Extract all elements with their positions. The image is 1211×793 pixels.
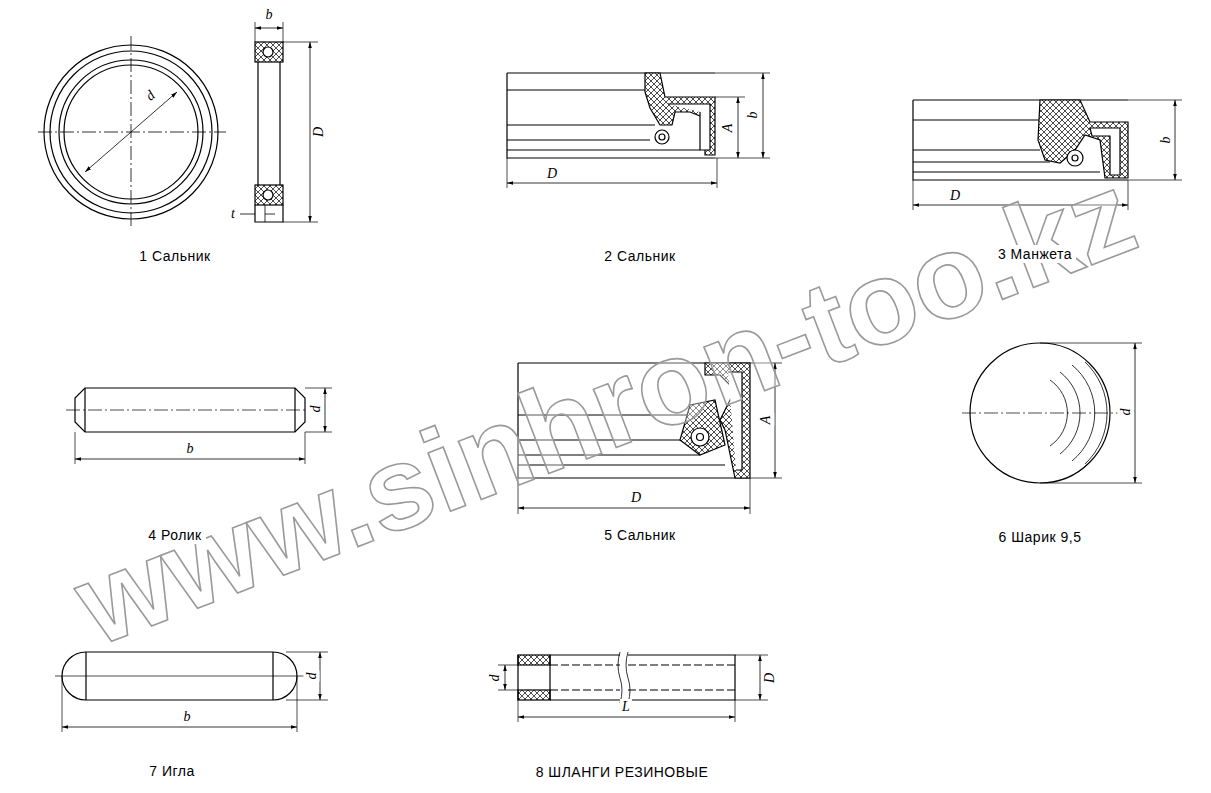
cuff-section <box>1175 100 1176 180</box>
rubber-hose <box>550 665 735 690</box>
watermark: www.sinhron-too.kz <box>61 152 1149 664</box>
seal-2-section <box>763 73 764 158</box>
seal-2-section <box>507 73 770 188</box>
rubber-hose <box>518 655 550 665</box>
ball <box>1135 343 1136 483</box>
seal-2-section <box>645 73 715 155</box>
part-caption: 2 Сальник <box>600 247 679 265</box>
seal-side-view <box>255 185 283 205</box>
seal-side-view <box>263 47 273 57</box>
dimension-letter: d <box>486 673 502 684</box>
rubber-hose <box>518 717 735 718</box>
dimension-letter: d <box>307 404 323 415</box>
dimension-letter: t <box>229 206 237 222</box>
seal-2-section <box>507 183 717 184</box>
part-caption: 3 Манжета <box>994 245 1076 263</box>
seal-5-section <box>518 508 750 509</box>
dimension-letter: D <box>948 188 962 204</box>
seal-side-view <box>263 190 273 200</box>
rubber-hose <box>618 652 630 703</box>
seal-side-view <box>255 42 283 62</box>
dimension-letter: D <box>762 671 778 685</box>
roller <box>75 459 305 460</box>
part-caption: 6 Шарик 9,5 <box>995 528 1086 546</box>
seal-2-section <box>659 134 665 140</box>
seal-side-view <box>240 205 275 222</box>
ball <box>1040 343 1142 483</box>
part-caption: 4 Ролик <box>144 526 206 544</box>
dimension-letter: d <box>303 671 319 682</box>
seal-2-section <box>655 130 669 144</box>
needle <box>62 727 297 728</box>
dimension-letter: b <box>264 7 275 23</box>
dimension-letter: A <box>758 414 774 427</box>
dimension-letter: d <box>141 86 160 105</box>
roller <box>66 410 314 411</box>
seal-side-view <box>255 62 283 222</box>
dimension-letter: A <box>720 122 736 135</box>
roller <box>75 388 332 464</box>
rubber-hose <box>498 652 768 722</box>
seal-2-section <box>507 73 715 158</box>
rubber-hose <box>518 690 550 700</box>
rubber-hose <box>760 655 761 700</box>
part-caption: 7 Игла <box>145 762 199 780</box>
dimension-letter: b <box>182 709 193 725</box>
dimension-letter: b <box>1157 135 1173 146</box>
dimension-letter: D <box>311 125 327 139</box>
needle <box>55 652 328 732</box>
seal-front-view <box>85 92 177 172</box>
ball <box>1050 362 1107 464</box>
rubber-hose <box>498 655 768 722</box>
seal-2-section <box>738 97 739 158</box>
seal-2-section <box>668 104 710 150</box>
needle <box>55 676 304 677</box>
seal-side-view <box>255 28 283 29</box>
cuff-section <box>1072 155 1078 161</box>
part-caption: 5 Сальник <box>600 526 679 544</box>
dimension-letter: D <box>629 490 643 506</box>
seal-side-view <box>255 22 318 222</box>
dimension-letter: b <box>744 110 760 121</box>
roller <box>66 388 332 464</box>
seal-2-section <box>507 73 770 188</box>
roller <box>325 388 326 432</box>
dimension-letter: D <box>545 166 559 182</box>
dimension-letter: L <box>620 699 632 715</box>
dimension-letter: d <box>1117 407 1133 418</box>
part-caption: 1 Сальник <box>135 247 214 265</box>
seal-front-view <box>38 36 226 228</box>
needle <box>320 652 321 700</box>
ball <box>962 343 1142 483</box>
seal-side-view <box>240 22 318 222</box>
seal-front-view <box>38 36 226 228</box>
part-caption: 8 ШЛАНГИ РЕЗИНОВЫЕ <box>532 763 713 781</box>
rubber-hose <box>505 665 506 690</box>
needle <box>62 652 328 732</box>
dimension-letter: b <box>185 441 196 457</box>
